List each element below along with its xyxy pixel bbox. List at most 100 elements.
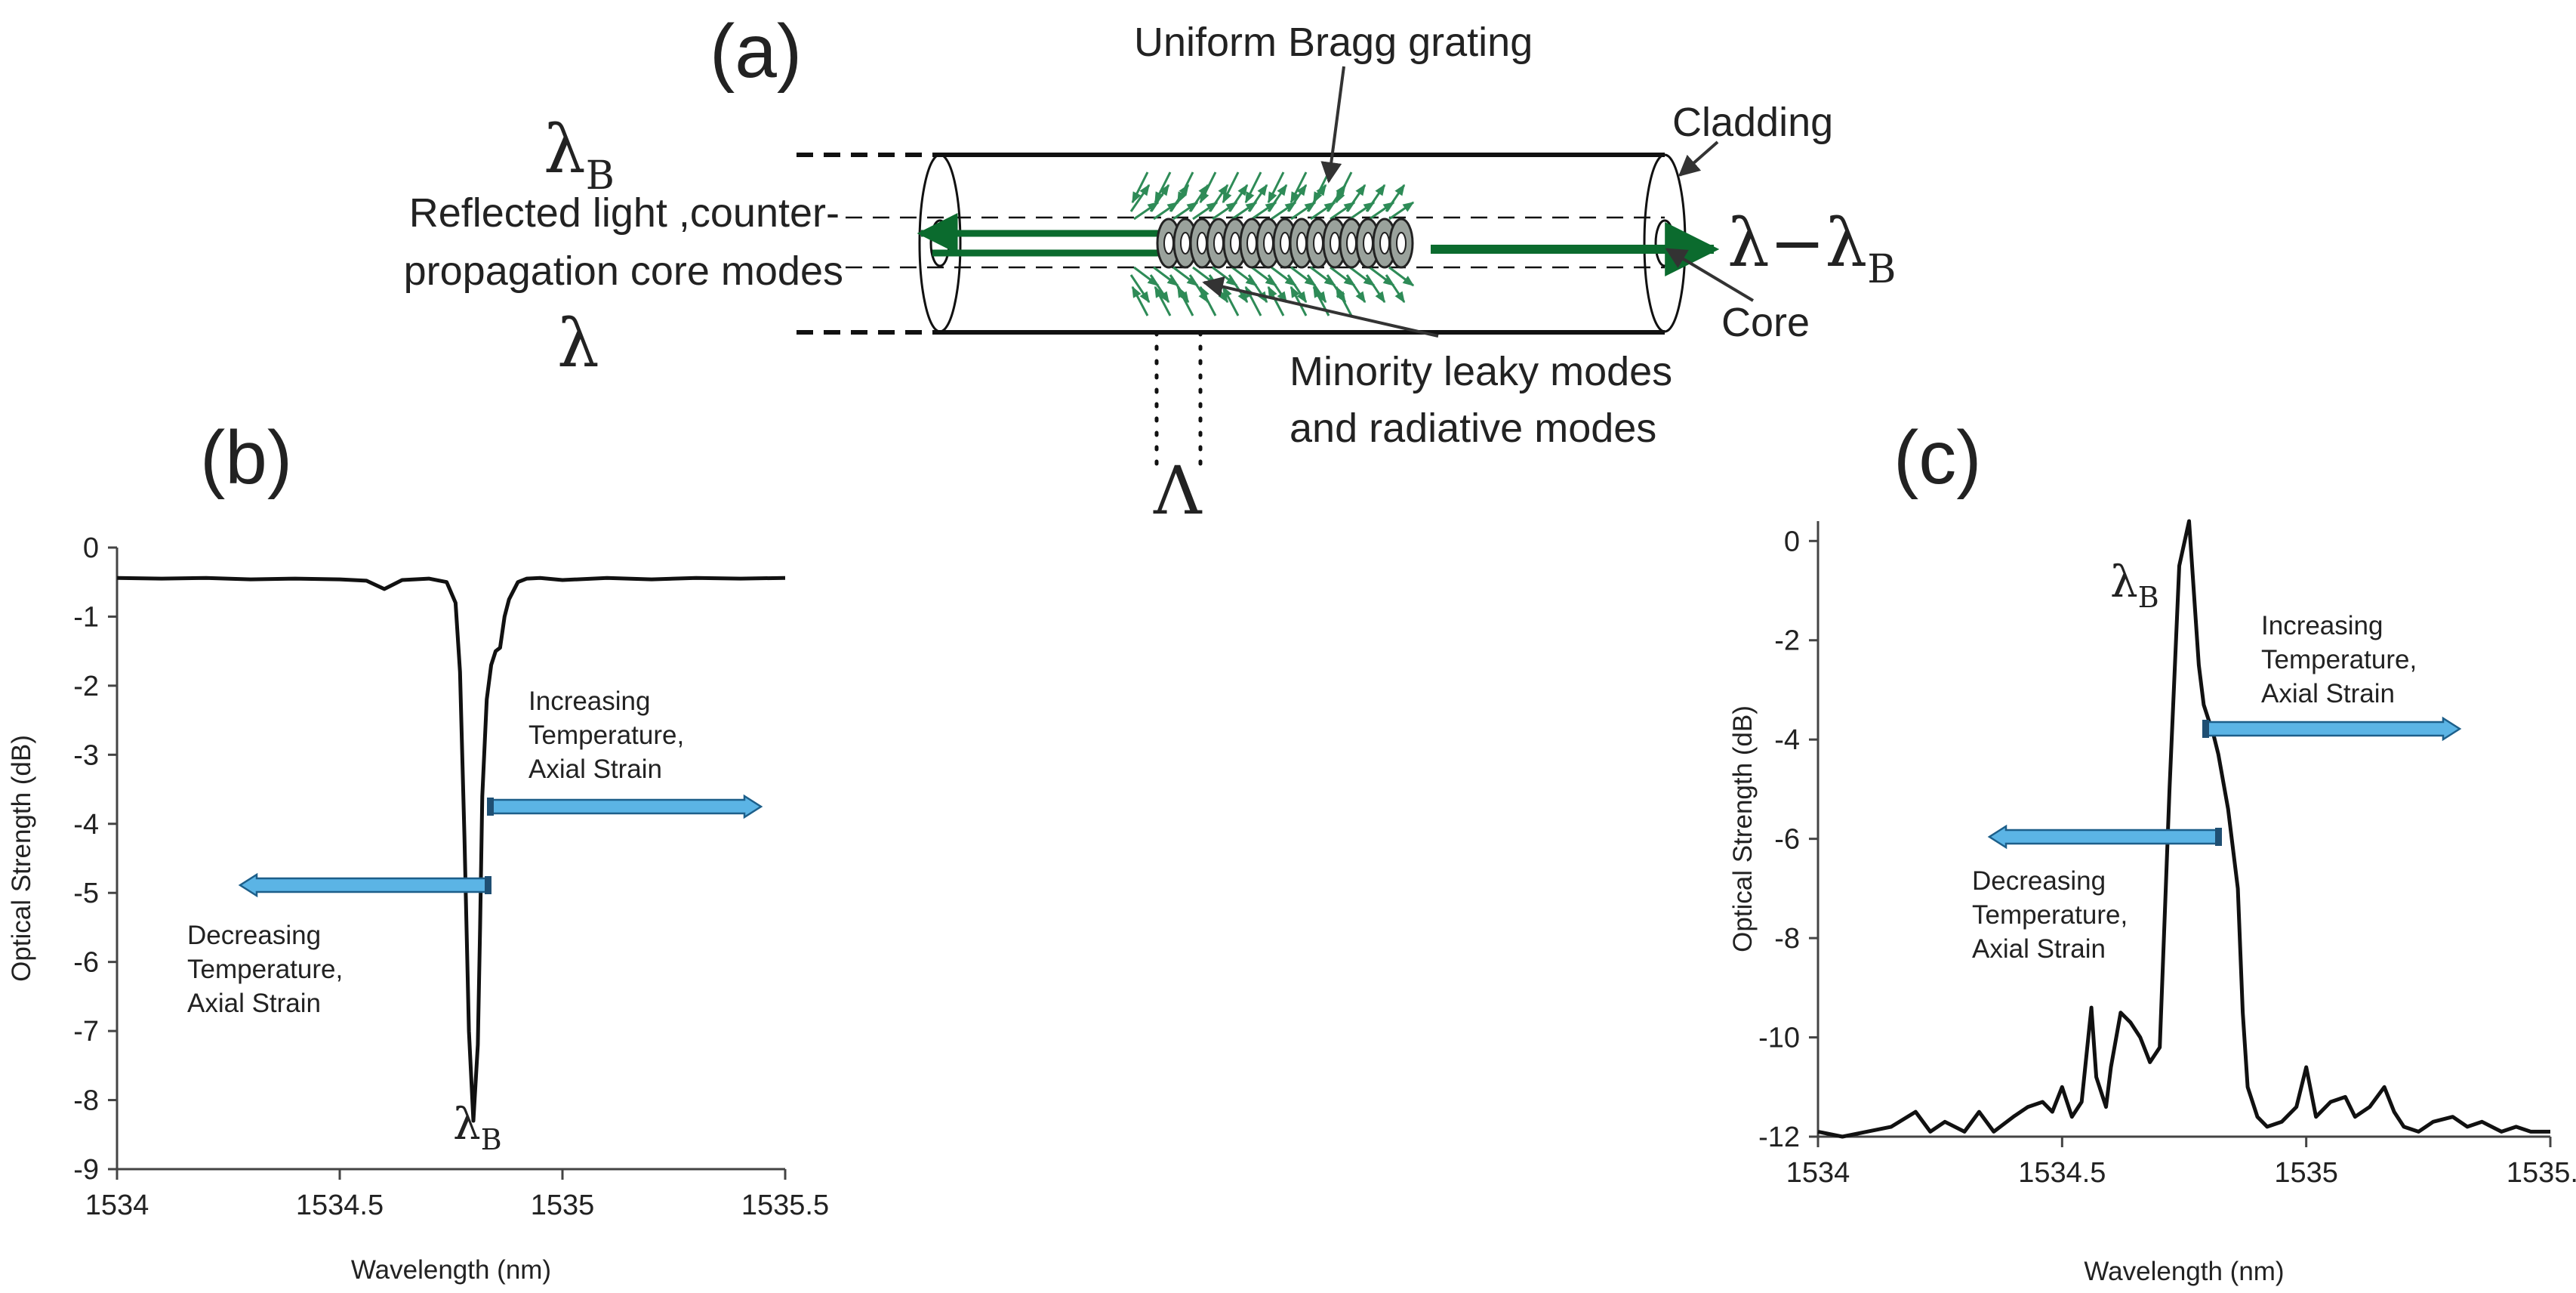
leaky-arrow <box>1369 266 1395 287</box>
fiber-left-end <box>918 153 962 333</box>
decrease-label-line3: Axial Strain <box>187 989 321 1018</box>
decrease-arrow <box>1987 824 2221 850</box>
increase-arrow-cap <box>2202 720 2209 738</box>
x-axis-label: Wavelength (nm) <box>2084 1257 2284 1286</box>
leaky-arrow <box>1365 184 1386 212</box>
radiative-arrow <box>1267 171 1285 204</box>
y-tick-label: -8 <box>1774 923 1800 955</box>
leaky-arrow <box>1330 266 1356 287</box>
y-tick-label: -10 <box>1758 1023 1800 1054</box>
panel-c-label: (c) <box>1893 415 1982 500</box>
radiative-arrow <box>1131 171 1149 204</box>
x-tick-label: 1535 <box>2274 1157 2338 1189</box>
panel-b-label: (b) <box>200 415 292 500</box>
increase-label-line3: Axial Strain <box>528 755 662 784</box>
increase-arrow-cap <box>487 798 494 816</box>
radiative-arrow <box>1290 285 1308 316</box>
leaky-arrow <box>1290 266 1317 287</box>
leaky-arrow <box>1172 266 1199 287</box>
radiative-arrow <box>1267 285 1285 316</box>
leaky-arrow <box>1208 184 1229 212</box>
grating-ring-core <box>1263 232 1274 255</box>
panel-a: (a) <box>404 9 1897 529</box>
leaky-arrow <box>1388 201 1415 221</box>
leaky-label-line1: Minority leaky modes <box>1290 349 1672 394</box>
decrease-label-line1: Decreasing <box>1972 866 2106 896</box>
radiative-arrow <box>1199 171 1217 204</box>
peak-lambda-label: λB <box>2110 556 2159 614</box>
leaky-arrow <box>1310 266 1336 287</box>
leaky-arrow <box>1385 274 1406 304</box>
x-tick-label: 1535 <box>531 1190 595 1221</box>
leaky-arrow <box>1267 184 1288 212</box>
core-right-end <box>1654 219 1675 267</box>
radiative-arrow <box>1176 171 1194 204</box>
increase-label-line2: Temperature, <box>528 721 684 750</box>
x-tick-label: 1534 <box>1786 1157 1850 1189</box>
period-label: Λ <box>1153 452 1203 529</box>
leaky-arrow <box>1267 274 1288 304</box>
y-tick-label: -8 <box>73 1085 99 1117</box>
decrease-label-line3: Axial Strain <box>1972 934 2106 964</box>
leaky-arrow <box>1149 184 1170 212</box>
y-tick-label: -12 <box>1758 1122 1800 1153</box>
core-left-end <box>929 219 951 267</box>
increase-label-line2: Temperature, <box>2261 645 2417 674</box>
leaky-arrow <box>1251 266 1277 287</box>
decrease-label-line2: Temperature, <box>187 955 343 984</box>
grating-ring-core <box>1213 232 1224 255</box>
y-tick-label: 0 <box>1784 526 1800 557</box>
increase-label-line3: Axial Strain <box>2261 679 2395 708</box>
y-tick-label: -2 <box>1774 625 1800 657</box>
grating-ring-core <box>1280 232 1290 255</box>
grating-ring-core <box>1363 232 1373 255</box>
panel-a-label: (a) <box>710 9 802 94</box>
bragg-grating <box>1156 218 1414 269</box>
leaky-arrow <box>1385 184 1406 212</box>
leaky-arrow <box>1247 184 1268 212</box>
decrease-arrow <box>238 872 491 898</box>
reflected-label-line2: propagation core modes <box>404 248 843 294</box>
leaky-arrow <box>1153 266 1179 287</box>
x-tick-label: 1534.5 <box>296 1190 384 1221</box>
y-tick-label: -3 <box>73 739 99 771</box>
lambda-b-label: λB <box>544 110 615 199</box>
grating-ring-core <box>1330 232 1340 255</box>
x-tick-label: 1535.5 <box>2507 1157 2576 1189</box>
y-tick-label: -9 <box>73 1154 99 1186</box>
leaky-arrow <box>1345 274 1367 304</box>
leaky-arrow <box>1133 266 1160 287</box>
grating-ring-core <box>1197 232 1207 255</box>
transmitted-lambda-label: λ−λB <box>1727 204 1897 292</box>
grating-ring-core <box>1230 232 1240 255</box>
y-tick-label: -5 <box>73 878 99 909</box>
radiative-arrow <box>1154 171 1172 204</box>
peak-lambda-label: λB <box>453 1098 502 1156</box>
leaky-arrow <box>1231 266 1258 287</box>
core-pointer <box>1665 248 1755 302</box>
leaky-arrow <box>1365 274 1386 304</box>
grating-ring-core <box>1396 232 1407 255</box>
radiative-arrow <box>1335 171 1353 204</box>
chart-c: 0-2-4-6-8-10-1215341534.515351535.5Wavel… <box>1728 519 2576 1286</box>
increase-arrow <box>488 794 763 819</box>
radiative-arrow <box>1244 171 1262 204</box>
radiative-arrow <box>1154 285 1172 316</box>
y-tick-label: -2 <box>73 671 99 702</box>
pointer-arrows <box>1202 66 1755 338</box>
grating-ring-core <box>1379 232 1390 255</box>
y-axis-label: Optical Strength (dB) <box>7 735 36 982</box>
radiative-arrow <box>1222 285 1240 316</box>
decrease-arrow-cap <box>485 876 491 894</box>
x-tick-label: 1534 <box>85 1190 149 1221</box>
y-tick-label: -4 <box>1774 724 1800 756</box>
y-tick-label: -4 <box>73 809 99 841</box>
grating-ring-core <box>1180 232 1191 255</box>
grating-label: Uniform Bragg grating <box>1134 20 1533 65</box>
cladding-label: Cladding <box>1672 100 1833 145</box>
decrease-label-line1: Decreasing <box>187 921 321 950</box>
lambda-input-label: λ <box>557 304 599 382</box>
reflected-label-line1: Reflected light ,counter- <box>409 190 840 236</box>
